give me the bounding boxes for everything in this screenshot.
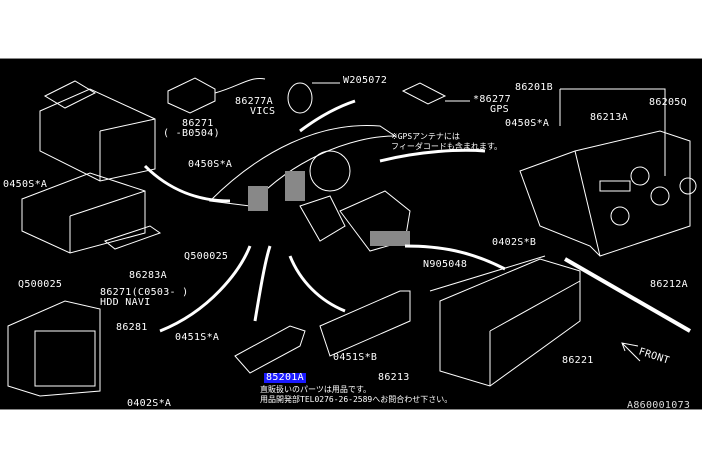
part-w205072 [287,82,313,114]
front-arrow-icon [621,342,641,362]
part-86213 [319,290,411,357]
diagram-id: A860001073 [627,400,691,411]
label-86277-gps: *86277 [473,94,511,105]
gps-note-line-2: フィーダコードも含まれます。 [391,142,503,151]
label-0450s-a: 0450S*A [505,118,550,129]
label-q500025: Q500025 [18,279,63,290]
label-gps: GPS [490,104,509,115]
display-unit-86281 [7,300,101,397]
gps-note-line-1: ※GPSアンテナには [391,132,460,141]
label-vics: VICS [250,106,276,117]
label-86271-c0503: 86271(C0503- ) [100,287,189,298]
knob-86205q [679,177,697,195]
label-86212a: 86212A [650,279,688,290]
dashboard [208,124,397,242]
label-86201b: 86201B [515,82,553,93]
leader-sweeps [143,99,506,333]
label-86213a: 86213A [590,112,628,123]
label-b0504: ( -B0504) [163,128,220,139]
rod-86212a [564,257,691,333]
label-86283a: 86283A [129,270,167,281]
diagram-artwork [7,77,697,397]
gps-antenna [401,82,447,105]
direct-sale-note-line-2: 用品開発部TEL0276-26-2589へお問合わせ下さい。 [260,395,453,404]
label-n905048: N905048 [423,259,468,270]
label-0450s-a: 0450S*A [188,159,233,170]
label-w205072: W205072 [343,75,388,86]
label-0451s-b: 0451S*B [333,352,378,363]
label-86221: 86221 [562,355,594,366]
label-0402s-b: 0402S*B [492,237,537,248]
label-86213: 86213 [378,372,410,383]
audio-unit-86201b [519,130,691,257]
amplifier-86221 [429,255,581,387]
label-0451s-a: 0451S*A [175,332,220,343]
part-85201a [234,325,306,374]
part-86283a [103,225,162,250]
label-0450s-a: 0450S*A [3,179,48,190]
label-86205q: 86205Q [649,97,687,108]
label-86277a: 86277A [235,96,273,107]
label-85201a[interactable]: 85201A [264,372,306,383]
label-q500025: Q500025 [184,251,229,262]
diagram-panel [0,58,702,410]
seat [339,190,411,252]
navi-unit-86271-hdd [21,172,146,254]
vics-unit-86277a [167,77,266,114]
navi-unit-86271 [39,80,156,182]
direct-sale-note-line-1: 直販扱いのパーツは用品です。 [260,385,372,394]
label-hdd-navi: HDD NAVI [100,297,151,308]
label-86271: 86271 [182,118,214,129]
label-0402s-a: 0402S*A [127,398,172,409]
label-86281: 86281 [116,322,148,333]
